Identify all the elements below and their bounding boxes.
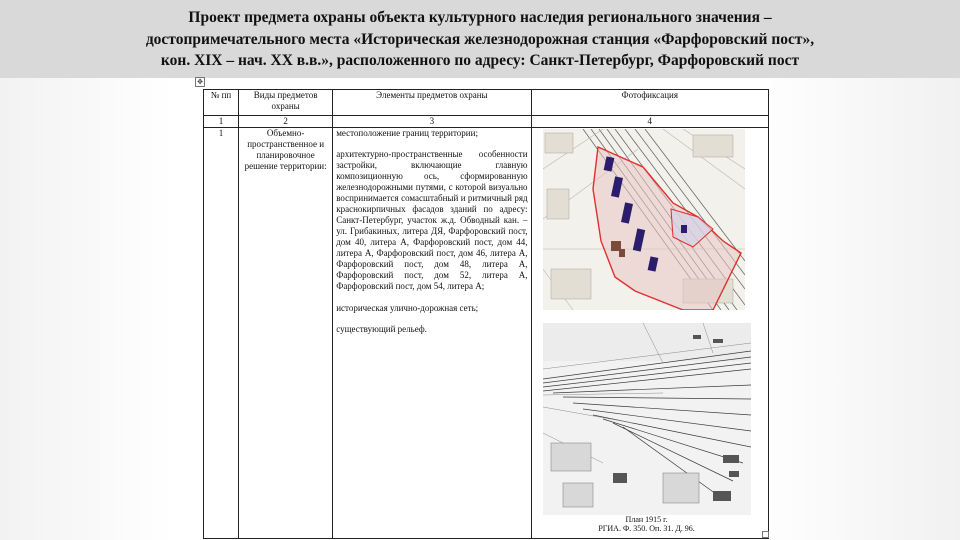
title-bar: Проект предмета охраны объекта культурно…: [0, 0, 960, 78]
column-number-1: 1: [202, 115, 240, 128]
element-architecture: архитектурно-пространственные особенност…: [336, 149, 528, 291]
column-number-2: 2: [238, 115, 334, 128]
element-street-network: историческая улично-дорожная сеть;: [336, 303, 479, 313]
plan-caption: План 1915 г. РГИА. Ф. 350. Оп. 31. Д. 96…: [543, 515, 751, 533]
resize-handle-icon[interactable]: [762, 531, 769, 538]
territory-map-image: [542, 129, 745, 310]
heritage-table: № пп Виды предметов охраны Элементы пред…: [202, 89, 770, 539]
caption-line-1: План 1915 г.: [625, 515, 668, 524]
column-number-4: 4: [530, 115, 770, 128]
slide-title: Проект предмета охраны объекта культурно…: [145, 9, 815, 69]
column-number-3: 3: [332, 115, 532, 128]
table-row: 1 Объемно-пространственное и планировочн…: [202, 127, 770, 539]
element-boundaries: местоположение границ территории;: [336, 128, 478, 138]
historic-plan-1915-image: [542, 323, 751, 515]
header-kinds: Виды предметов охраны: [238, 89, 334, 116]
table-header-row: № пп Виды предметов охраны Элементы пред…: [202, 89, 770, 116]
header-elements: Элементы предметов охраны: [332, 89, 532, 116]
header-photos: Фотофиксация: [530, 89, 770, 116]
photo-cell: План 1915 г. РГИА. Ф. 350. Оп. 31. Д. 96…: [530, 127, 770, 539]
move-icon[interactable]: ✥: [195, 77, 205, 87]
column-numbers-row: 1 2 3 4: [202, 115, 770, 128]
header-number: № пп: [202, 89, 240, 116]
caption-line-2: РГИА. Ф. 350. Оп. 31. Д. 96.: [598, 524, 695, 533]
document-sheet: ✥ № пп Виды предметов охраны Элементы пр…: [195, 77, 772, 540]
protection-elements: местоположение границ территории; архите…: [332, 127, 532, 539]
element-relief: существующий рельеф.: [336, 324, 427, 334]
row-number: 1: [202, 127, 240, 539]
protection-kind: Объемно-пространственное и планировочное…: [238, 127, 334, 539]
